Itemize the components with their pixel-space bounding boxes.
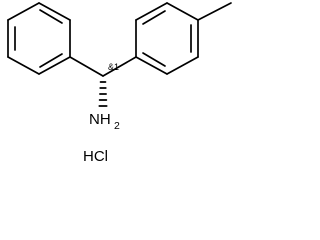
salt-label: HCl: [83, 148, 108, 165]
chemical-structure: &1 NH 2 HCl: [7, 2, 232, 165]
methine-bonds: [69, 56, 137, 77]
stereo-label: &1: [108, 62, 119, 72]
left-phenyl-ring: [7, 2, 71, 75]
amine-subscript-label: 2: [114, 120, 120, 132]
methyl-bond: [197, 2, 232, 21]
amine-main-label: NH: [89, 111, 111, 128]
right-tolyl-ring: [135, 2, 199, 75]
amine-label: NH 2: [89, 111, 120, 132]
stereo-hash-bond: [98, 81, 108, 107]
